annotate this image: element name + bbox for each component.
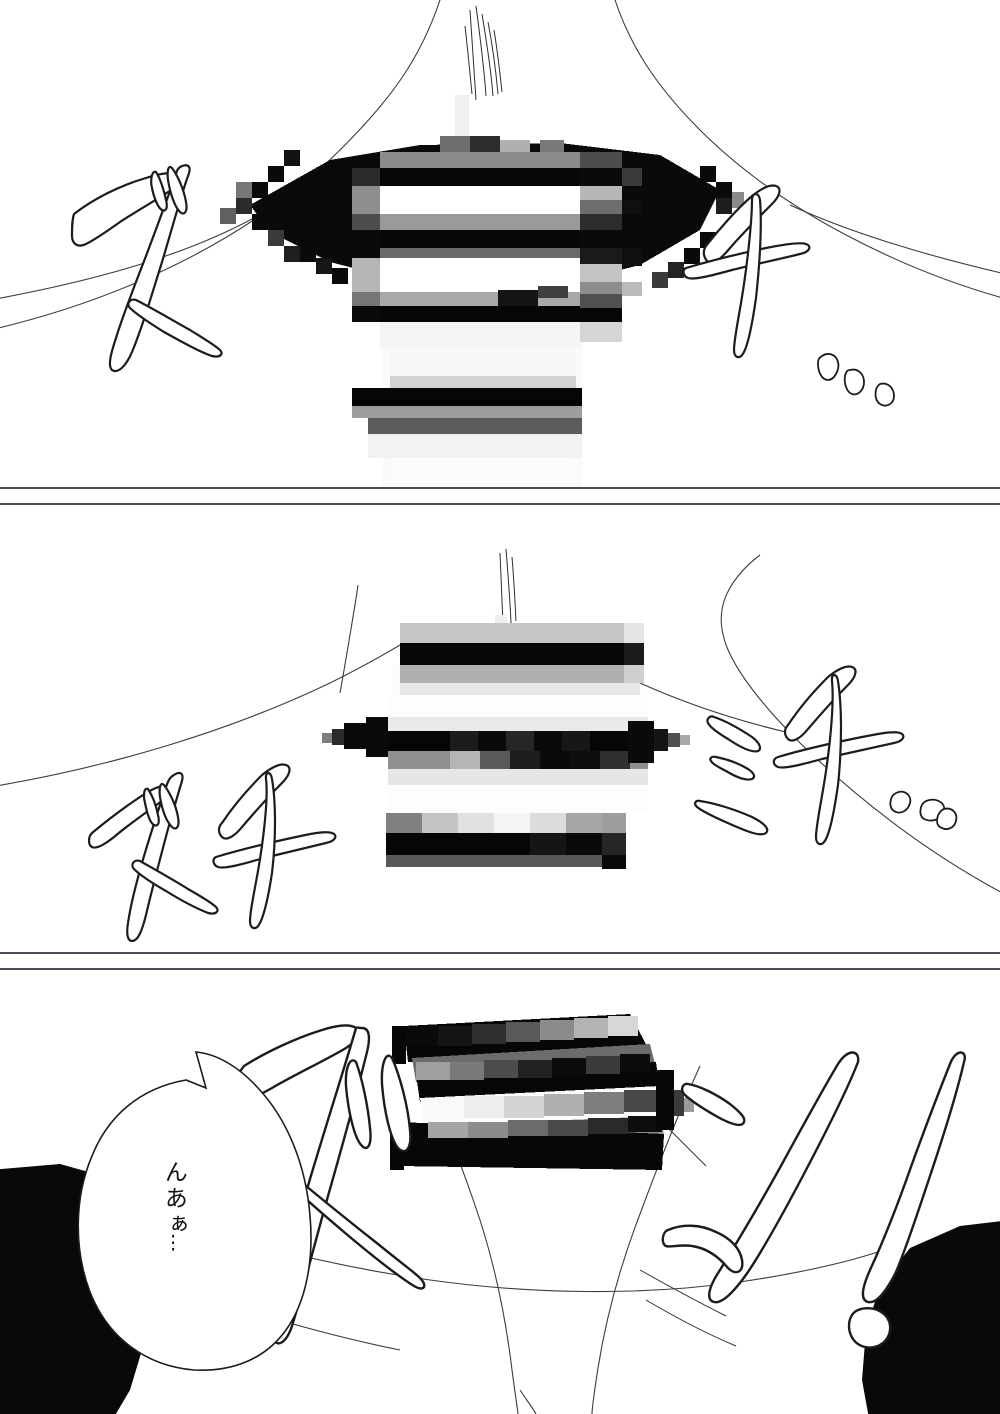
comic-panel-2: ズチ ミチ <box>0 505 1000 952</box>
panel-1-artwork <box>0 0 1000 487</box>
sfx-chi-right <box>682 184 811 359</box>
sfx-chi-left <box>212 763 337 930</box>
sfx-trail-dots-right <box>817 353 895 407</box>
panel-divider-3 <box>0 952 1000 954</box>
comic-panel-3: んあぁ ⋮ ズ ンノ <box>0 970 1000 1414</box>
mosaic-censor-block <box>322 623 690 869</box>
spray-strokes <box>464 5 503 101</box>
comic-panel-1: ズ チ <box>0 0 1000 487</box>
panel-divider-1 <box>0 487 1000 489</box>
speech-bubble <box>77 1051 312 1371</box>
mosaic-censor-block <box>220 136 744 458</box>
panel-2-artwork <box>0 505 1000 952</box>
sfx-n-no-right <box>661 1051 966 1349</box>
speech-bubble-text: んあぁ <box>160 1160 187 1238</box>
panel-3-artwork <box>0 970 1000 1414</box>
speech-bubble-ellipsis: ⋮ <box>162 1232 185 1254</box>
sfx-chi-right <box>772 665 905 846</box>
sfx-zu-left <box>70 164 223 373</box>
sfx-trail-dots-right <box>889 790 958 830</box>
panel-divider-4 <box>0 968 1000 970</box>
sfx-mi-right <box>694 715 769 836</box>
mosaic-censor-block <box>390 1014 694 1170</box>
body-contour-lines <box>0 554 1000 893</box>
sfx-zu-left <box>87 771 219 943</box>
panel-divider-2 <box>0 503 1000 505</box>
